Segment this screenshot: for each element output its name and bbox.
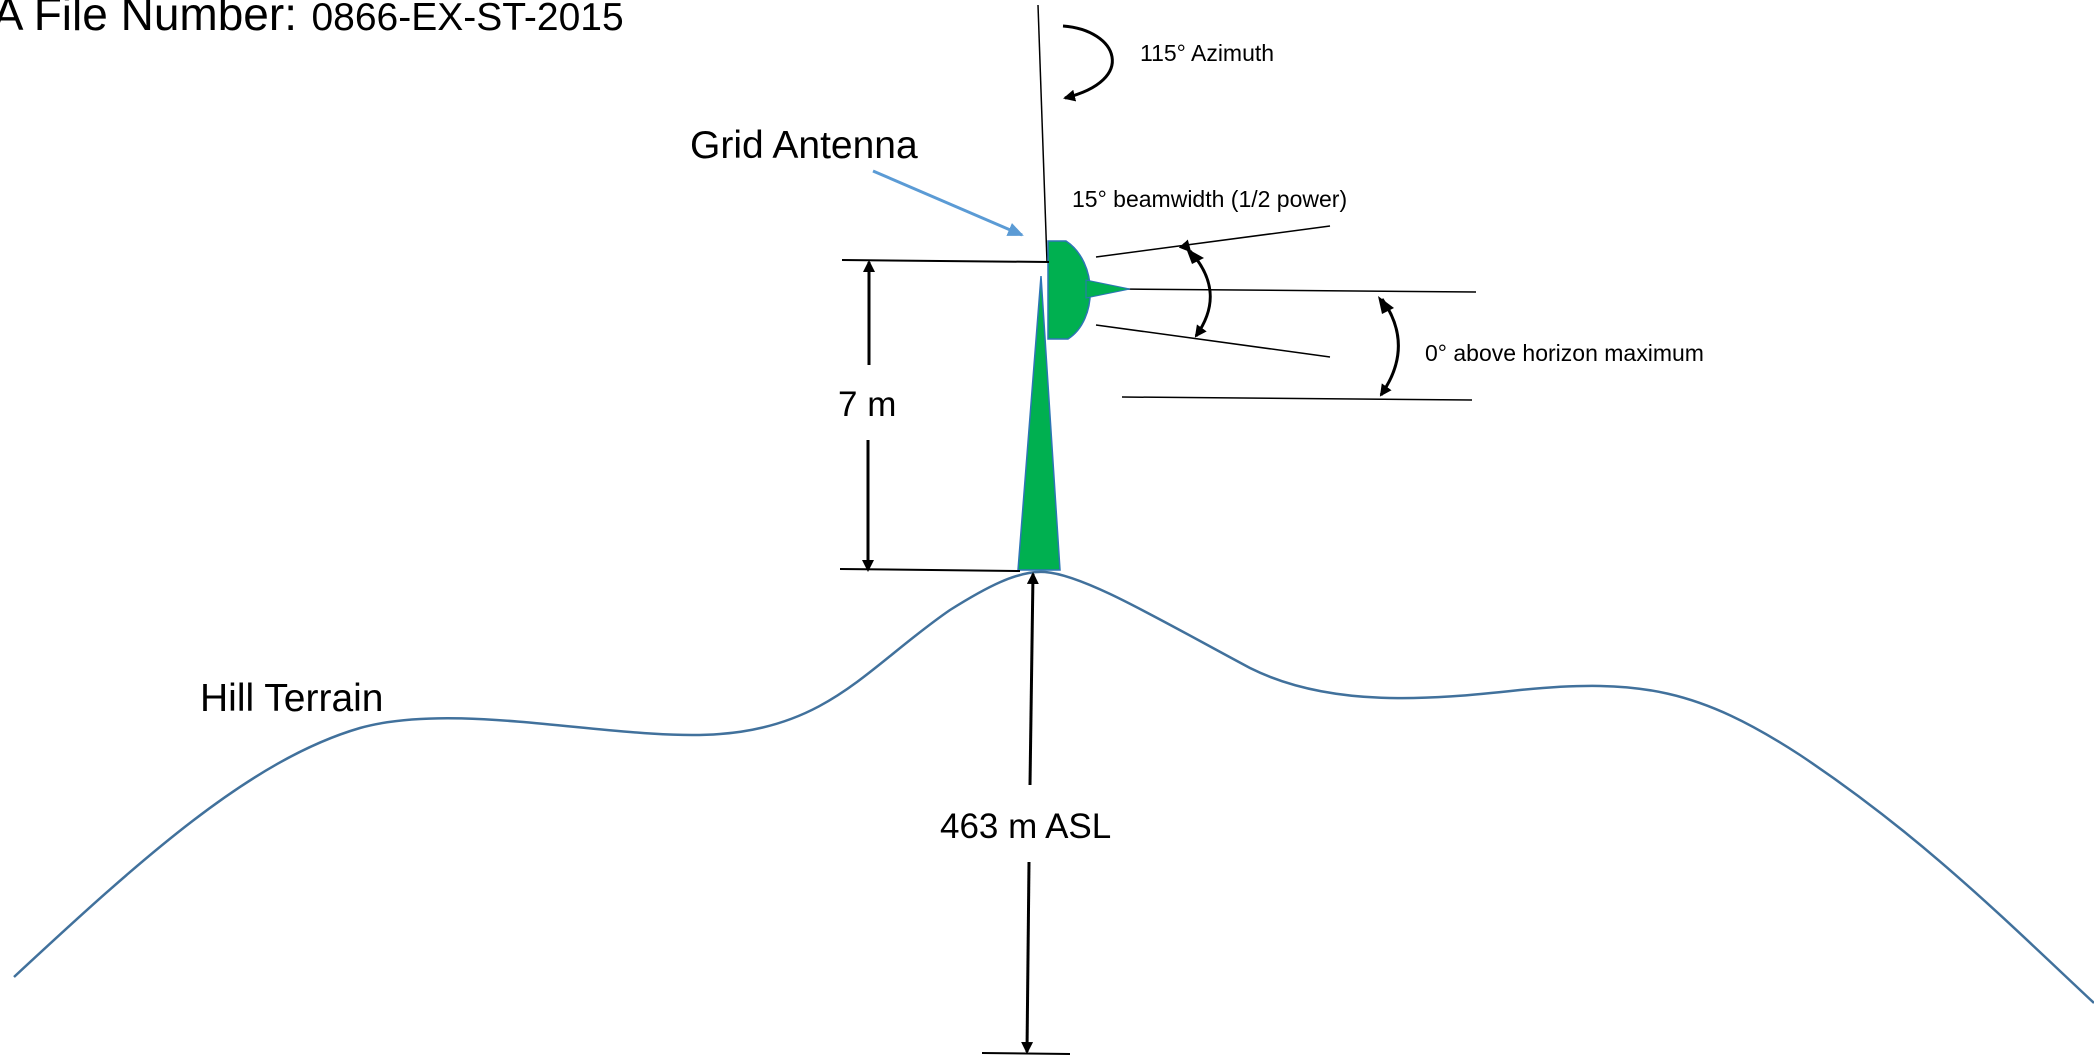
grid-antenna-dish — [1047, 240, 1091, 340]
azimuth-reference-line — [1037, 4, 1048, 263]
altitude-label: 463 m ASL — [940, 807, 1111, 846]
mast-height-label: 7 m — [838, 385, 896, 424]
beam-center-line — [1119, 288, 1477, 293]
altitude-arrow-upper — [1026, 572, 1039, 786]
beamwidth-arrowhead-top — [1186, 248, 1204, 264]
altitude-arrow-lower — [1021, 861, 1034, 1054]
mast-top-reference-line — [841, 259, 1050, 263]
file-number-value: 0866-EX-ST-2015 — [311, 0, 623, 39]
azimuth-rotation-arrow — [1062, 24, 1114, 102]
antenna-pointer-arrow — [872, 169, 1024, 237]
beamwidth-double-arrow — [1178, 239, 1212, 338]
hill-terrain-curve — [13, 570, 2094, 1004]
beamwidth-label: 15° beamwidth (1/2 power) — [1072, 186, 1347, 212]
beam-lower-edge-line — [1095, 324, 1331, 358]
antenna-label: Grid Antenna — [690, 124, 918, 167]
sea-level-reference-line — [981, 1052, 1071, 1055]
antenna-feed — [1085, 279, 1131, 299]
elevation-arrowhead-top — [1378, 296, 1394, 314]
file-number-label: IA File Number: — [0, 0, 297, 40]
elevation-double-arrow — [1379, 298, 1400, 397]
horizon-reference-line — [1121, 396, 1473, 401]
beam-upper-edge-line — [1095, 225, 1331, 258]
elevation-label: 0° above horizon maximum — [1425, 340, 1704, 366]
file-number-heading: IA File Number: 0866-EX-ST-2015 — [0, 0, 624, 40]
antenna-mast — [1017, 275, 1061, 571]
azimuth-label: 115° Azimuth — [1140, 40, 1274, 66]
terrain-label: Hill Terrain — [200, 677, 384, 720]
